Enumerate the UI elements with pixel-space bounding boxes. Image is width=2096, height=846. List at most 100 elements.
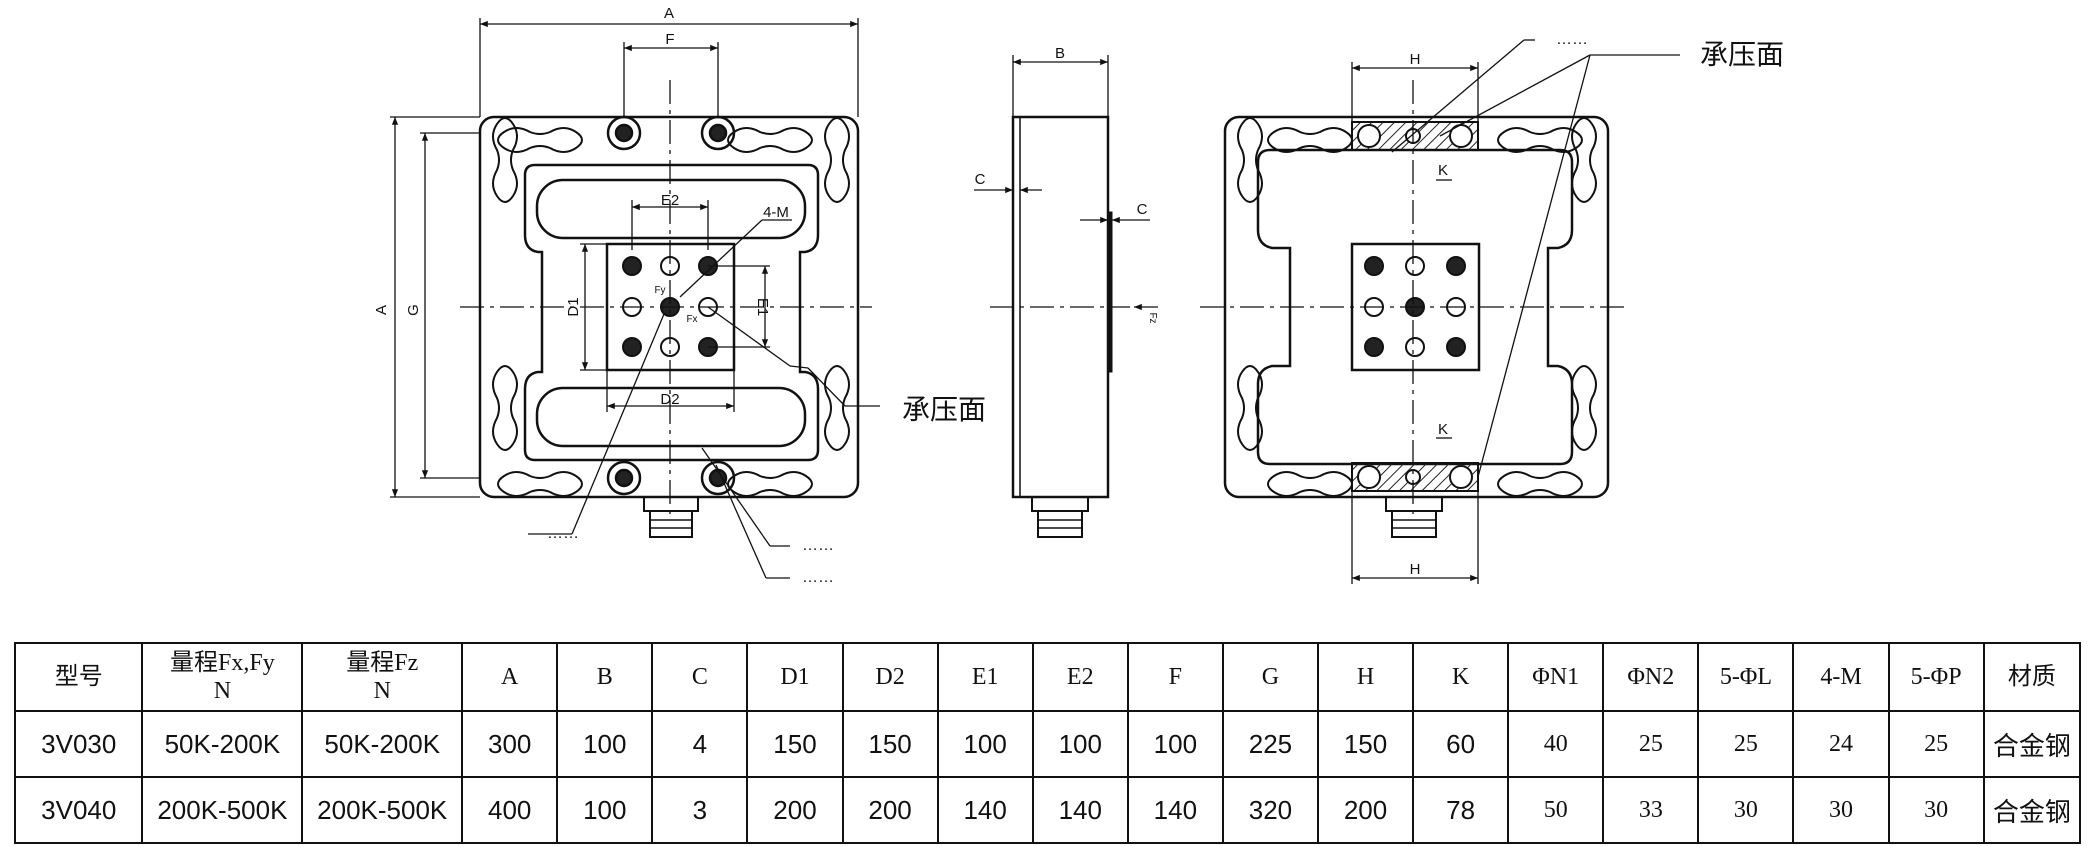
table-cell: 25 bbox=[1697, 710, 1795, 778]
table-cell: 40 bbox=[1507, 710, 1605, 778]
table-cell: 50K-200K bbox=[301, 710, 464, 778]
axis-label-fz: Fz bbox=[1147, 312, 1158, 323]
column-header-label: C bbox=[691, 664, 708, 690]
leader-dots-1: …… bbox=[547, 525, 579, 542]
back-view bbox=[1200, 39, 1680, 584]
column-header-label: E1 bbox=[971, 664, 999, 690]
table-cell: 3V040 bbox=[13, 776, 144, 844]
table-cell: 4 bbox=[651, 710, 749, 778]
table-cell: 33 bbox=[1602, 776, 1700, 844]
front-view-labels: A F A G E2 D1 E1 D2 4-M Fy Fx 承压面 …… …… … bbox=[373, 5, 986, 586]
table-cell: 100 bbox=[1031, 710, 1129, 778]
table-cell: 150 bbox=[841, 710, 939, 778]
axis-label-fx: Fx bbox=[686, 314, 697, 325]
column-header: D1 bbox=[746, 642, 844, 712]
leader-dots-2: …… bbox=[802, 537, 834, 554]
table-cell: 200 bbox=[1316, 776, 1415, 844]
table-cell: 3V030 bbox=[13, 710, 144, 778]
table-cell: 200K-500K bbox=[301, 776, 464, 844]
table-cell: 30 bbox=[1887, 776, 1985, 844]
column-header-label: ΦN2 bbox=[1627, 664, 1675, 690]
dim-label-e2: E2 bbox=[661, 192, 679, 209]
column-header-label: D2 bbox=[875, 664, 905, 690]
table-cell: 30 bbox=[1792, 776, 1890, 844]
dim-label-f: F bbox=[665, 31, 674, 48]
dim-label-4m: 4-M bbox=[763, 204, 789, 221]
column-header-unit: N bbox=[373, 678, 391, 704]
column-header-label: 5-ΦP bbox=[1910, 664, 1962, 690]
table-cell: 100 bbox=[936, 710, 1034, 778]
pressure-face-label: 承压面 bbox=[902, 393, 986, 426]
column-header-label: G bbox=[1261, 664, 1280, 690]
column-header-label: F bbox=[1168, 664, 1183, 690]
dim-label-k-top: K bbox=[1438, 162, 1448, 179]
column-header: H bbox=[1316, 642, 1415, 712]
axis-label-fy: Fy bbox=[654, 285, 665, 296]
back-pressure-face-label: 承压面 bbox=[1700, 38, 1784, 71]
column-header: ΦN1 bbox=[1507, 642, 1605, 712]
column-header: 4-M bbox=[1792, 642, 1890, 712]
column-header: F bbox=[1126, 642, 1224, 712]
column-header-label: 5-ΦL bbox=[1719, 664, 1773, 690]
column-header: ΦN2 bbox=[1602, 642, 1700, 712]
leader-dots-3: …… bbox=[802, 569, 834, 586]
sensor-drawing: A F A G E2 D1 E1 D2 4-M Fy Fx 承压面 …… …… … bbox=[373, 5, 1784, 586]
column-header: K bbox=[1412, 642, 1510, 712]
column-header: E1 bbox=[936, 642, 1034, 712]
table-cell: 3 bbox=[651, 776, 749, 844]
dim-label-c-left: C bbox=[975, 171, 986, 188]
column-header: B bbox=[556, 642, 654, 712]
column-header-unit: N bbox=[213, 678, 232, 704]
column-header-label: E2 bbox=[1066, 664, 1094, 690]
table-cell: 100 bbox=[556, 776, 654, 844]
table-cell: 60 bbox=[1412, 710, 1510, 778]
column-header-label: H bbox=[1356, 664, 1375, 690]
column-header: E2 bbox=[1031, 642, 1129, 712]
column-header-label: 量程Fz bbox=[346, 650, 419, 676]
column-header-label: B bbox=[596, 664, 613, 690]
column-header-label: 型号 bbox=[54, 664, 103, 690]
dim-label-k-bottom: K bbox=[1438, 421, 1448, 438]
back-view-labels: H H K K …… 承压面 bbox=[1410, 31, 1784, 578]
side-view bbox=[974, 55, 1158, 538]
table-cell: 100 bbox=[1126, 710, 1224, 778]
table-cell: 50K-200K bbox=[141, 710, 304, 778]
table-cell: 320 bbox=[1221, 776, 1320, 844]
side-view-labels: B C C Fz bbox=[975, 45, 1158, 324]
table-cell: 400 bbox=[461, 776, 559, 844]
table-cell: 合金钢 bbox=[1982, 710, 2082, 778]
column-header: 5-ΦL bbox=[1697, 642, 1795, 712]
column-header-label: A bbox=[501, 664, 519, 690]
column-header-label: 4-M bbox=[1820, 664, 1862, 690]
dim-label-h-top: H bbox=[1410, 51, 1421, 68]
table-cell: 225 bbox=[1221, 710, 1320, 778]
table-cell: 200 bbox=[841, 776, 939, 844]
table-cell: 200K-500K bbox=[141, 776, 304, 844]
column-header: C bbox=[651, 642, 749, 712]
dim-label-d2: D2 bbox=[660, 391, 679, 408]
dim-label-a-top: A bbox=[664, 5, 674, 22]
dim-label-c-right: C bbox=[1137, 201, 1148, 218]
table-cell: 50 bbox=[1507, 776, 1605, 844]
dim-label-g: G bbox=[405, 304, 422, 316]
dim-label-h-bottom: H bbox=[1410, 561, 1421, 578]
dim-label-b: B bbox=[1055, 45, 1065, 62]
column-header-label: ΦN1 bbox=[1532, 664, 1580, 690]
column-header-label: 量程Fx,Fy bbox=[170, 650, 275, 676]
column-header-label: D1 bbox=[780, 664, 810, 690]
table-cell: 140 bbox=[936, 776, 1034, 844]
back-leader-dots: …… bbox=[1556, 31, 1588, 48]
column-header: G bbox=[1221, 642, 1320, 712]
column-header: D2 bbox=[841, 642, 939, 712]
table-cell: 140 bbox=[1126, 776, 1224, 844]
column-header-label: 材质 bbox=[2007, 664, 2056, 690]
column-header: 材质 bbox=[1982, 642, 2082, 712]
column-header: 型号 bbox=[13, 642, 144, 712]
table-cell: 300 bbox=[461, 710, 559, 778]
